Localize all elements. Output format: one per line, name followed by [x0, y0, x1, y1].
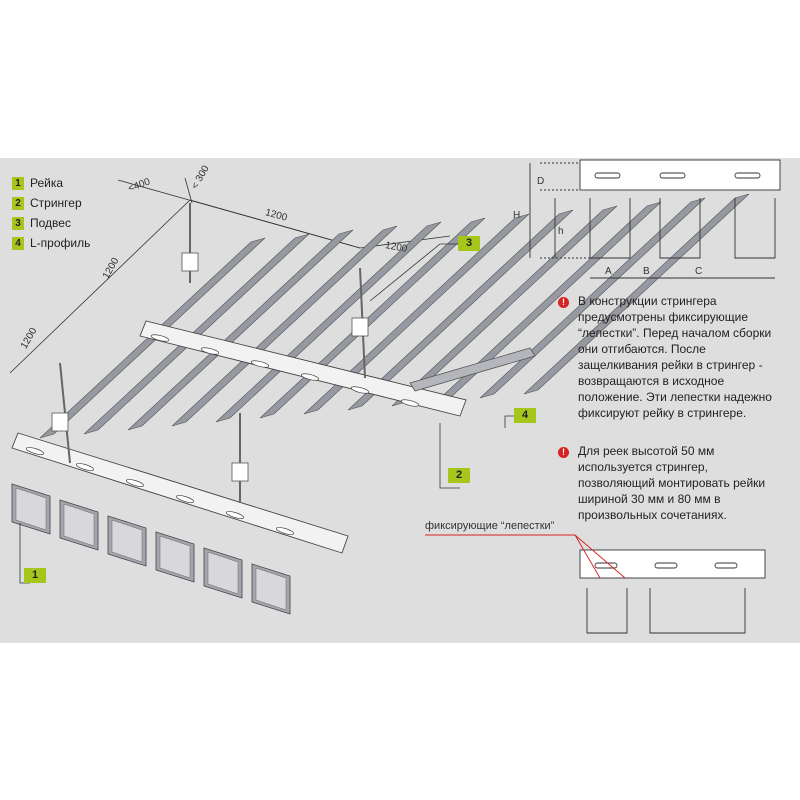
- rail-9: [391, 205, 618, 407]
- rail-3: [127, 229, 354, 431]
- rail-profile-inner: [255, 567, 287, 611]
- legend-label: Рейка: [30, 176, 64, 190]
- profile-label-c: C: [695, 266, 703, 277]
- rail-5: [215, 221, 442, 423]
- stringer-front: [11, 432, 349, 554]
- stringer-slot: [76, 463, 94, 471]
- hanger-clip: [181, 252, 199, 272]
- profile-label-h: h: [558, 226, 564, 237]
- stringer-slot: [300, 373, 320, 381]
- stringer-slot: [200, 347, 220, 355]
- hanger-clip: [351, 317, 369, 337]
- legend-label: Стрингер: [30, 196, 82, 210]
- petal-label: фиксирующие “лепестки”: [425, 520, 555, 532]
- warning-icon: !: [558, 447, 569, 458]
- stringer-slot: [276, 527, 294, 535]
- rail-7: [303, 213, 530, 415]
- stringer-slot: [126, 479, 144, 487]
- profile-label-b: B: [643, 266, 650, 277]
- rail-profile-inner: [111, 519, 143, 563]
- legend-item-l-profile: 4 L-профиль: [12, 236, 90, 250]
- profile-label-a: A: [605, 266, 612, 277]
- legend-label: L-профиль: [30, 236, 91, 250]
- legend-number: 4: [12, 236, 24, 250]
- diagram-panel: 1 Рейка 2 Стрингер 3 Подвес 4 L-профиль …: [0, 158, 800, 643]
- note-petals: В конструкции стрингера предусмотрены фи…: [578, 294, 772, 420]
- stringer-slot: [150, 334, 170, 342]
- l-profile: [409, 347, 536, 392]
- stringer-slot: [400, 399, 420, 407]
- stringer-slot: [26, 447, 44, 455]
- tag-hanger: 3: [458, 236, 480, 251]
- stringer-slot: [226, 511, 244, 519]
- rail-11: [479, 197, 706, 399]
- legend-item-stringer: 2 Стрингер: [12, 196, 82, 210]
- tag-l-profile: 4: [514, 408, 536, 423]
- rail-8: [347, 209, 574, 411]
- rail-profile-inner: [207, 551, 239, 595]
- hanger-clip: [231, 462, 249, 482]
- rail-4: [171, 225, 398, 427]
- profile-label-d: D: [537, 176, 545, 187]
- profile-drawing-bottom: [425, 534, 766, 634]
- legend-number: 2: [12, 196, 24, 210]
- rails-front: [11, 483, 291, 615]
- hangers: [51, 203, 369, 503]
- hanger-clip: [51, 412, 69, 432]
- ceiling-diagram: [9, 159, 781, 634]
- stringer-back: [139, 320, 467, 417]
- stringer-slot: [176, 495, 194, 503]
- stringer-slot: [250, 360, 270, 368]
- legend-label: Подвес: [30, 216, 71, 230]
- legend-item-rail: 1 Рейка: [12, 176, 63, 190]
- legend-item-hanger: 3 Подвес: [12, 216, 71, 230]
- legend-number: 3: [12, 216, 24, 230]
- tag-rail: 1: [24, 568, 46, 583]
- warning-icon: !: [558, 297, 569, 308]
- rail-profile-inner: [63, 503, 95, 547]
- rail-profile-inner: [15, 487, 47, 531]
- leader-lines: [19, 243, 520, 584]
- rail-12: [523, 193, 750, 395]
- tag-stringer: 2: [448, 468, 470, 483]
- profile-label-h-total: H: [513, 210, 521, 221]
- stringer-slot: [350, 386, 370, 394]
- legend-number: 1: [12, 176, 24, 190]
- note-stringer-50mm: Для реек высотой 50 мм используется стри…: [578, 444, 766, 522]
- stringers: [11, 320, 467, 554]
- profile-drawing-top: [529, 159, 781, 279]
- rail-profile-inner: [159, 535, 191, 579]
